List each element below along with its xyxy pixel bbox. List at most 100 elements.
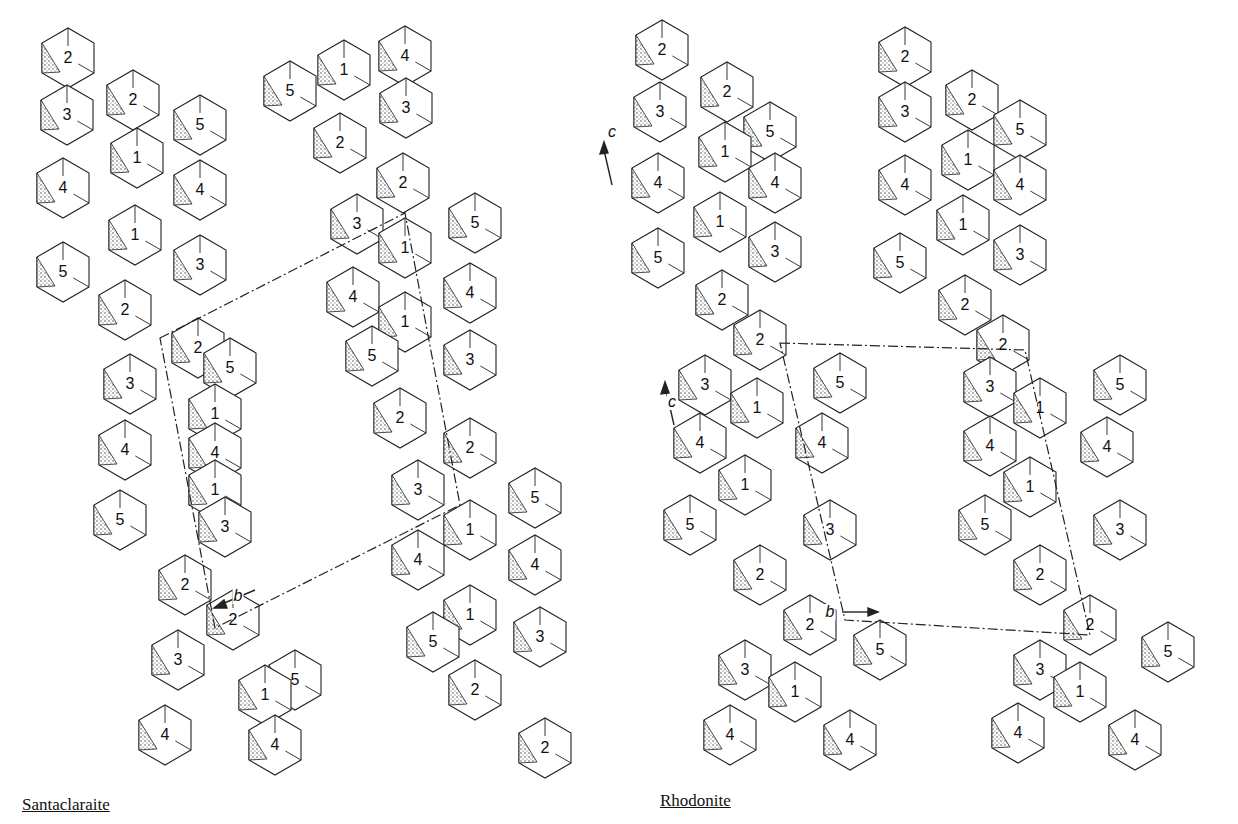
site-number: 2: [396, 410, 405, 426]
octahedron-outline: [879, 82, 931, 142]
octahedron-outline: [318, 40, 370, 100]
octahedron-edge: [135, 316, 151, 325]
octahedron-edge: [1130, 391, 1146, 400]
site-number: 1: [753, 400, 762, 416]
octahedron-edge: [185, 555, 186, 573]
axis-arrow: [842, 611, 870, 612]
octahedron-edge: [416, 114, 432, 123]
site-number: 2: [658, 42, 667, 58]
octahedron-outline: [37, 242, 89, 302]
octahedron-outline: [694, 192, 746, 252]
octahedron-edge: [405, 292, 406, 310]
octahedron-edge: [415, 62, 431, 71]
octahedron-edge: [428, 496, 444, 505]
octahedron-outline: [634, 82, 686, 142]
site-number: 2: [756, 567, 765, 583]
octahedron-outline: [519, 718, 571, 778]
shaded-face: [239, 680, 257, 710]
octahedron-edge: [965, 275, 966, 293]
octahedron-edge: [225, 459, 241, 468]
octahedron-edge: [720, 192, 721, 210]
octahedron-outline: [379, 218, 431, 278]
octahedron-edge: [972, 70, 973, 88]
octahedron-edge: [1020, 155, 1021, 173]
octahedron-edge: [760, 545, 761, 563]
site-number: 3: [986, 379, 995, 395]
octahedron-outline: [664, 495, 716, 555]
octahedron-outline: [704, 705, 756, 765]
octahedron-edge: [535, 535, 536, 553]
shaded-face: [946, 85, 964, 115]
shaded-face: [314, 128, 332, 158]
shaded-face: [696, 285, 714, 315]
site-number: 4: [1103, 439, 1112, 455]
octahedron-edge: [200, 160, 201, 178]
shaded-face: [994, 170, 1012, 200]
shaded-face: [1014, 393, 1032, 423]
octahedron-edge: [770, 346, 786, 355]
shaded-face: [509, 483, 527, 513]
site-number: 2: [336, 135, 345, 151]
shaded-face: [634, 97, 652, 127]
octahedron-outline: [94, 490, 146, 550]
octahedron-edge: [1020, 100, 1021, 118]
shaded-face: [959, 510, 977, 540]
octahedron-outline: [674, 413, 726, 473]
shaded-face: [444, 433, 462, 463]
octahedron-edge: [240, 374, 256, 383]
site-number: 4: [901, 177, 910, 193]
octahedron-edge: [215, 384, 216, 402]
octahedron-edge: [200, 235, 201, 253]
site-number: 4: [846, 732, 855, 748]
octahedron-edge: [353, 267, 354, 285]
shaded-face: [1094, 515, 1112, 545]
shaded-face: [104, 369, 122, 399]
shaded-face: [174, 175, 192, 205]
octahedron-edge: [120, 490, 121, 508]
octahedron-edge: [235, 533, 251, 542]
octahedron-edge: [850, 710, 851, 728]
octahedron-edge: [830, 500, 831, 518]
shaded-face: [636, 35, 654, 65]
octahedron-edge: [470, 330, 471, 348]
octahedron-edge: [125, 420, 126, 438]
octahedron-edge: [470, 418, 471, 436]
octahedron-edge: [1080, 662, 1081, 680]
octahedron-edge: [832, 449, 848, 458]
shaded-face: [874, 248, 892, 278]
octahedron-edge: [710, 449, 726, 458]
arrowhead: [600, 142, 608, 154]
shaded-face: [37, 257, 55, 287]
axis-label: b: [825, 604, 836, 620]
octahedron-outline: [824, 710, 876, 770]
octahedron-edge: [1040, 378, 1041, 396]
octahedron-outline: [994, 225, 1046, 285]
octahedron-edge: [700, 531, 716, 540]
octahedron-outline: [1054, 662, 1106, 722]
octahedron-outline: [701, 62, 753, 122]
octahedron-edge: [995, 531, 1011, 540]
octahedron-edge: [130, 526, 146, 535]
octahedron-edge: [1040, 640, 1041, 658]
site-number: 2: [718, 292, 727, 308]
octahedron-outline: [42, 28, 94, 88]
shaded-face: [109, 220, 127, 250]
octahedron-edge: [290, 61, 291, 79]
octahedron-outline: [444, 330, 496, 390]
site-number: 5: [226, 360, 235, 376]
octahedron-edge: [737, 98, 753, 107]
octahedron-outline: [964, 357, 1016, 417]
octahedron-outline: [327, 267, 379, 327]
site-number: 1: [1076, 684, 1085, 700]
octahedron-edge: [1120, 355, 1121, 373]
site-number: 5: [836, 375, 845, 391]
shaded-face: [664, 510, 682, 540]
octahedron-edge: [735, 158, 751, 167]
octahedron-edge: [243, 626, 259, 635]
site-number: 5: [981, 517, 990, 533]
site-number: 3: [174, 652, 183, 668]
octahedron-edge: [722, 270, 723, 288]
octahedron-edge: [1018, 703, 1019, 721]
octahedron-outline: [1109, 710, 1161, 770]
octahedron-edge: [350, 149, 366, 158]
